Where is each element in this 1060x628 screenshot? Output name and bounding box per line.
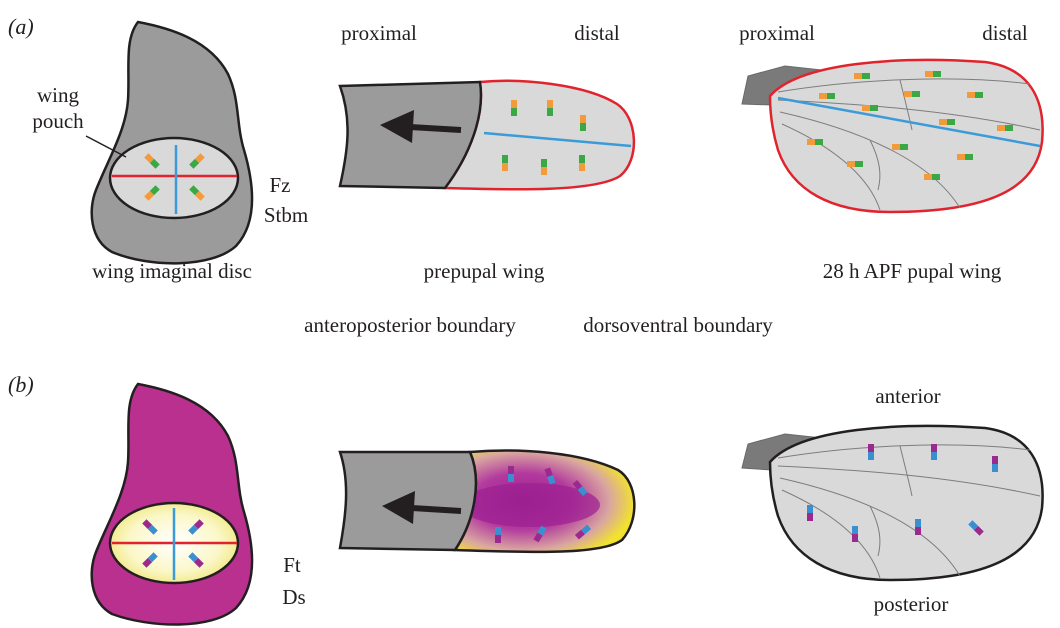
fz-stbm-bar — [854, 73, 870, 79]
pupal-blade-b — [768, 424, 1044, 582]
legend-dv-boundary: dorsoventral boundary — [583, 313, 773, 337]
fz-stbm-bar — [144, 153, 160, 169]
ft-ds-bar — [142, 519, 158, 535]
ft-ds-bar — [992, 456, 998, 472]
caption-imaginal-disc: wing imaginal disc — [92, 259, 252, 283]
pupal-wing-b — [741, 424, 1044, 582]
proximal-arrow-b — [382, 491, 462, 524]
fz-stbm-bar — [580, 115, 586, 131]
fz-stbm-bar — [847, 161, 863, 167]
fz-stbm-bar — [892, 144, 908, 150]
fz-stbm-bar — [541, 159, 547, 175]
wing-veins-a — [777, 78, 1041, 211]
wing-veins-b — [777, 444, 1041, 579]
pupal-distal-label: distal — [982, 21, 1028, 45]
legend-ft: Ft — [283, 553, 301, 577]
posterior-label: posterior — [874, 592, 949, 616]
fz-stbm-bar — [579, 155, 585, 171]
fz-stbm-bar — [819, 93, 835, 99]
fz-stbm-bar — [807, 139, 823, 145]
panel-b-label: (b) — [8, 372, 34, 397]
ft-ds-bar — [574, 524, 592, 540]
proximal-arrow-a — [380, 110, 462, 143]
pupal-wing-a — [741, 58, 1044, 214]
ft-ds-bar — [931, 444, 937, 460]
ft-ds-bar — [807, 505, 813, 521]
imaginal-disc-b — [90, 382, 254, 626]
fz-stbm-bar — [547, 100, 553, 116]
ds-gradient-core — [460, 483, 600, 527]
ft-ds-bar — [508, 466, 514, 482]
ft-ds-bar — [572, 479, 588, 497]
fz-stbm-bar — [967, 92, 983, 98]
wing-pouch-pointer — [85, 135, 127, 158]
fz-stbm-bar — [997, 125, 1013, 131]
ft-ds-bar — [915, 519, 921, 535]
panel-a-label: (a) — [8, 14, 34, 39]
prepupal-distal-label: distal — [574, 21, 620, 45]
caption-prepupal-wing: prepupal wing — [424, 259, 545, 283]
fz-stbm-bar — [144, 185, 160, 201]
fz-stbm-bar — [924, 174, 940, 180]
anterior-label: anterior — [875, 384, 940, 408]
fz-stbm-bar — [511, 100, 517, 116]
ft-ds-bar — [968, 520, 984, 536]
fz-stbm-bar — [189, 185, 205, 201]
fz-stbm-bar — [925, 71, 941, 77]
ft-ds-bar — [544, 467, 556, 485]
caption-pupal-wing: 28 h APF pupal wing — [823, 259, 1002, 283]
ap-boundary-prepupal-a — [483, 131, 632, 148]
pupal-blade-a — [768, 58, 1044, 214]
ft-ds-bar — [533, 525, 547, 543]
fz-stbm-bar — [502, 155, 508, 171]
legend-fz: Fz — [270, 173, 291, 197]
prepupal-proximal-label: proximal — [341, 21, 417, 45]
legend-stbm: Stbm — [264, 203, 308, 227]
ft-ds-bar — [188, 519, 204, 535]
ft-ds-bar — [495, 527, 501, 543]
fz-stbm-bar — [904, 91, 920, 97]
prepupal-wing-b — [338, 449, 636, 554]
fz-stbm-bar — [939, 119, 955, 125]
prepupal-wing-a — [338, 79, 636, 191]
ap-boundary-pupal-a — [777, 96, 1041, 148]
fz-stbm-bar — [862, 105, 878, 111]
fz-stbm-bar — [957, 154, 973, 160]
ft-ds-bar — [142, 552, 158, 568]
ft-ds-bar — [852, 526, 858, 542]
pupal-proximal-label: proximal — [739, 21, 815, 45]
legend-ds: Ds — [282, 585, 305, 609]
fz-stbm-bar — [189, 153, 205, 169]
ft-ds-bar — [188, 552, 204, 568]
ft-ds-bar — [868, 444, 874, 460]
wing-pouch-a — [108, 136, 240, 220]
legend-ap-boundary: anteroposterior boundary — [304, 313, 516, 337]
